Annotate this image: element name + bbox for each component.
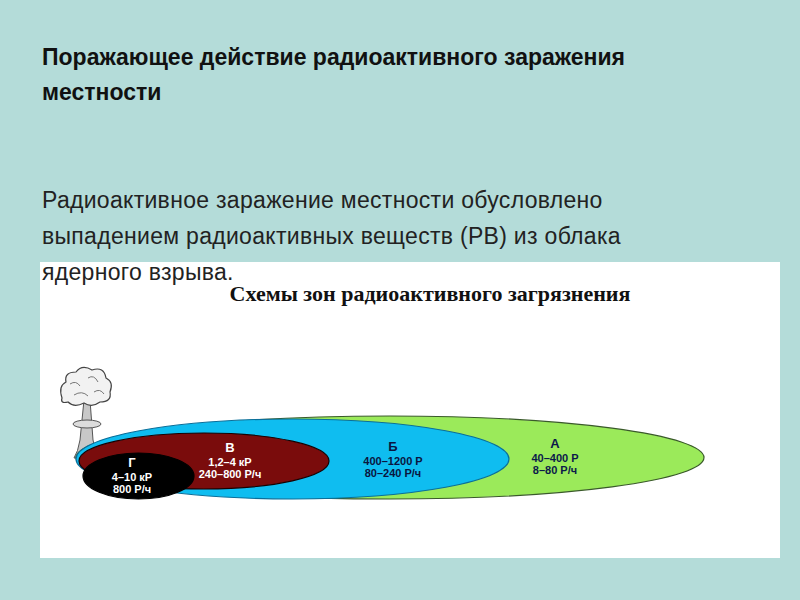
slide-title: Поражающее действие радиоактивного зараж… xyxy=(42,40,682,110)
zone-value: 8–80 Р/ч xyxy=(500,464,610,477)
zone-value: 40–400 Р xyxy=(500,452,610,465)
zone-value: 4–10 кР xyxy=(90,471,174,484)
node-text-box: Схемы зон радиоактивного загрязнения xyxy=(150,280,710,308)
zone-shape xyxy=(76,416,704,499)
zone-value: 80–240 Р/ч xyxy=(338,467,448,480)
diagram-heading: Схемы зон радиоактивного загрязнения xyxy=(150,280,710,308)
zone-value: 800 Р/ч xyxy=(90,483,174,496)
zone-letter: А xyxy=(500,437,610,452)
node-text-box: В1,2–4 кР240–800 Р/ч xyxy=(175,441,285,481)
zone-letter: Г xyxy=(90,456,174,471)
zone-value: 1,2–4 кР xyxy=(175,456,285,469)
zone-shape xyxy=(76,419,509,499)
zone-value: 240–800 Р/ч xyxy=(175,468,285,481)
zone-v-ellipse: В1,2–4 кР240–800 Р/чГ4–10 кР800 Р/ч xyxy=(78,432,330,490)
zone-shape xyxy=(83,453,194,499)
body-text: Радиоактивное заражение местности обусло… xyxy=(42,182,682,290)
zone-letter: Б xyxy=(338,440,448,455)
node-text-box: Б400–1200 Р80–240 Р/ч xyxy=(338,440,448,480)
zone-letter: В xyxy=(175,441,285,456)
diagram-panel: Схемы зон радиоактивного загрязненияА40–… xyxy=(40,262,780,558)
node-text-box: Г4–10 кР800 Р/ч xyxy=(90,456,174,496)
zone-a-ellipse: А40–400 Р8–80 Р/чБ400–1200 Р80–240 Р/чВ1… xyxy=(75,415,705,500)
zone-value: 400–1200 Р xyxy=(338,455,448,468)
zone-b-ellipse: Б400–1200 Р80–240 Р/чВ1,2–4 кР240–800 Р/… xyxy=(75,418,510,500)
zone-g-ellipse: Г4–10 кР800 Р/ч xyxy=(82,452,195,500)
node-text-box: А40–400 Р8–80 Р/ч xyxy=(500,437,610,477)
white-panel xyxy=(40,262,780,558)
